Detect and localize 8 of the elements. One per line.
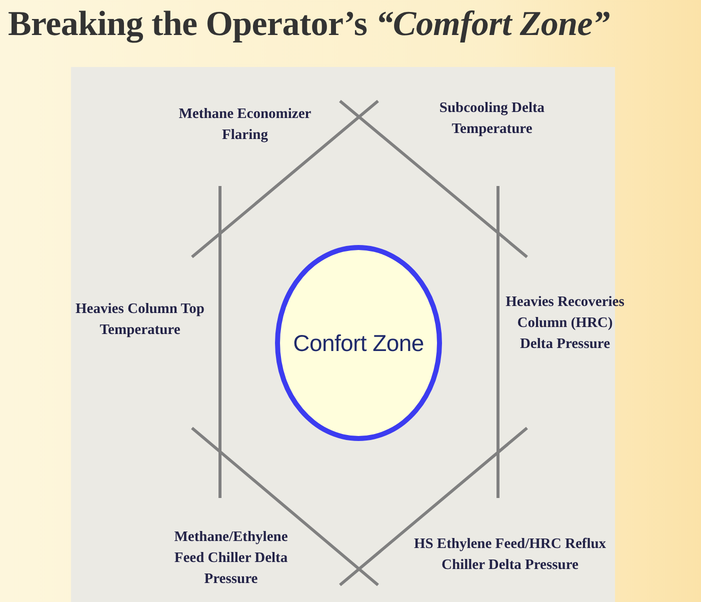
- parameter-label: Heavies Column Top Temperature: [75, 300, 205, 340]
- parameter-label: Heavies Recoveries Column (HRC) Delta Pressure: [504, 293, 626, 354]
- zone-label: Confort Zone: [293, 330, 424, 356]
- slide-title: Breaking the Operator’s “Comfort Zone”: [8, 4, 610, 44]
- parameter-label: Methane/Ethylene Feed Chiller Delta Pressure: [173, 528, 289, 589]
- parameter-label: Methane Economizer Flaring: [178, 105, 312, 145]
- parameter-label: Subcooling Delta Temperature: [438, 99, 546, 139]
- parameter-label: HS Ethylene Feed/HRC Reflux Chiller Delta Pressure: [412, 535, 608, 575]
